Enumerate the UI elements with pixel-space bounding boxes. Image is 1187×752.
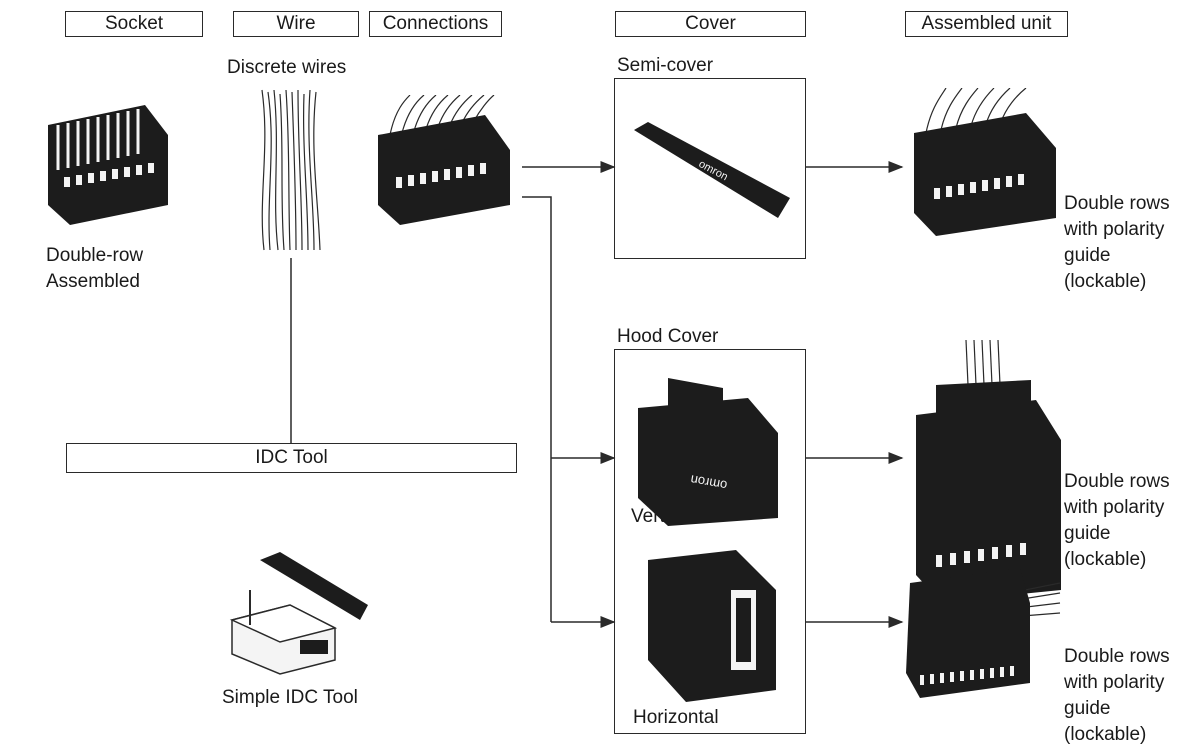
simple-idc-tool-image [229, 552, 368, 675]
note-line: Double rows [1064, 193, 1170, 214]
vertical-hood-image: omron [638, 378, 778, 526]
hood-cover-box [614, 349, 806, 734]
header-cover: Cover [615, 11, 806, 37]
header-wire: Wire [233, 11, 359, 37]
note-line: (lockable) [1064, 724, 1147, 745]
branch-to-hood-line [522, 196, 552, 622]
note-line: guide [1064, 523, 1111, 544]
assembled-note-2: Double rows with polarity guide (lockabl… [1064, 469, 1170, 573]
note-line: with polarity [1064, 672, 1165, 693]
assembled-horizontal-image [906, 568, 1061, 698]
semi-cover-box [614, 78, 806, 259]
horizontal-hood-image [648, 550, 776, 702]
simple-idc-tool-label: Simple IDC Tool [222, 687, 358, 708]
hood-cover-label: Hood Cover [617, 326, 719, 347]
note-line: with polarity [1064, 219, 1165, 240]
assembled-note-3: Double rows with polarity guide (lockabl… [1064, 644, 1170, 748]
header-assembled-unit: Assembled unit [905, 11, 1068, 37]
horizontal-label: Horizontal [633, 707, 719, 728]
assembled-semi-image [914, 88, 1056, 236]
assembled-vertical-image [916, 340, 1061, 602]
semi-cover-label: Semi-cover [617, 55, 714, 76]
connection-image [378, 95, 510, 225]
double-row-label-1: Double-row [46, 245, 144, 266]
semi-cover-image: omron [634, 122, 790, 218]
note-line: guide [1064, 698, 1111, 719]
note-line: with polarity [1064, 497, 1165, 518]
note-line: guide [1064, 245, 1111, 266]
note-line: (lockable) [1064, 271, 1147, 292]
discrete-wires-label: Discrete wires [227, 57, 347, 78]
double-row-label-2: Assembled [46, 271, 140, 292]
socket-image [48, 105, 168, 225]
header-connections: Connections [369, 11, 502, 37]
assembled-note-1: Double rows with polarity guide (lockabl… [1064, 191, 1170, 295]
vertical-hood-brand: omron [689, 472, 728, 493]
header-socket: Socket [65, 11, 203, 37]
note-line: Double rows [1064, 646, 1170, 667]
note-line: Double rows [1064, 471, 1170, 492]
note-line: (lockable) [1064, 549, 1147, 570]
idc-tool-bar: IDC Tool [66, 443, 517, 473]
discrete-wires-image [261, 89, 321, 251]
